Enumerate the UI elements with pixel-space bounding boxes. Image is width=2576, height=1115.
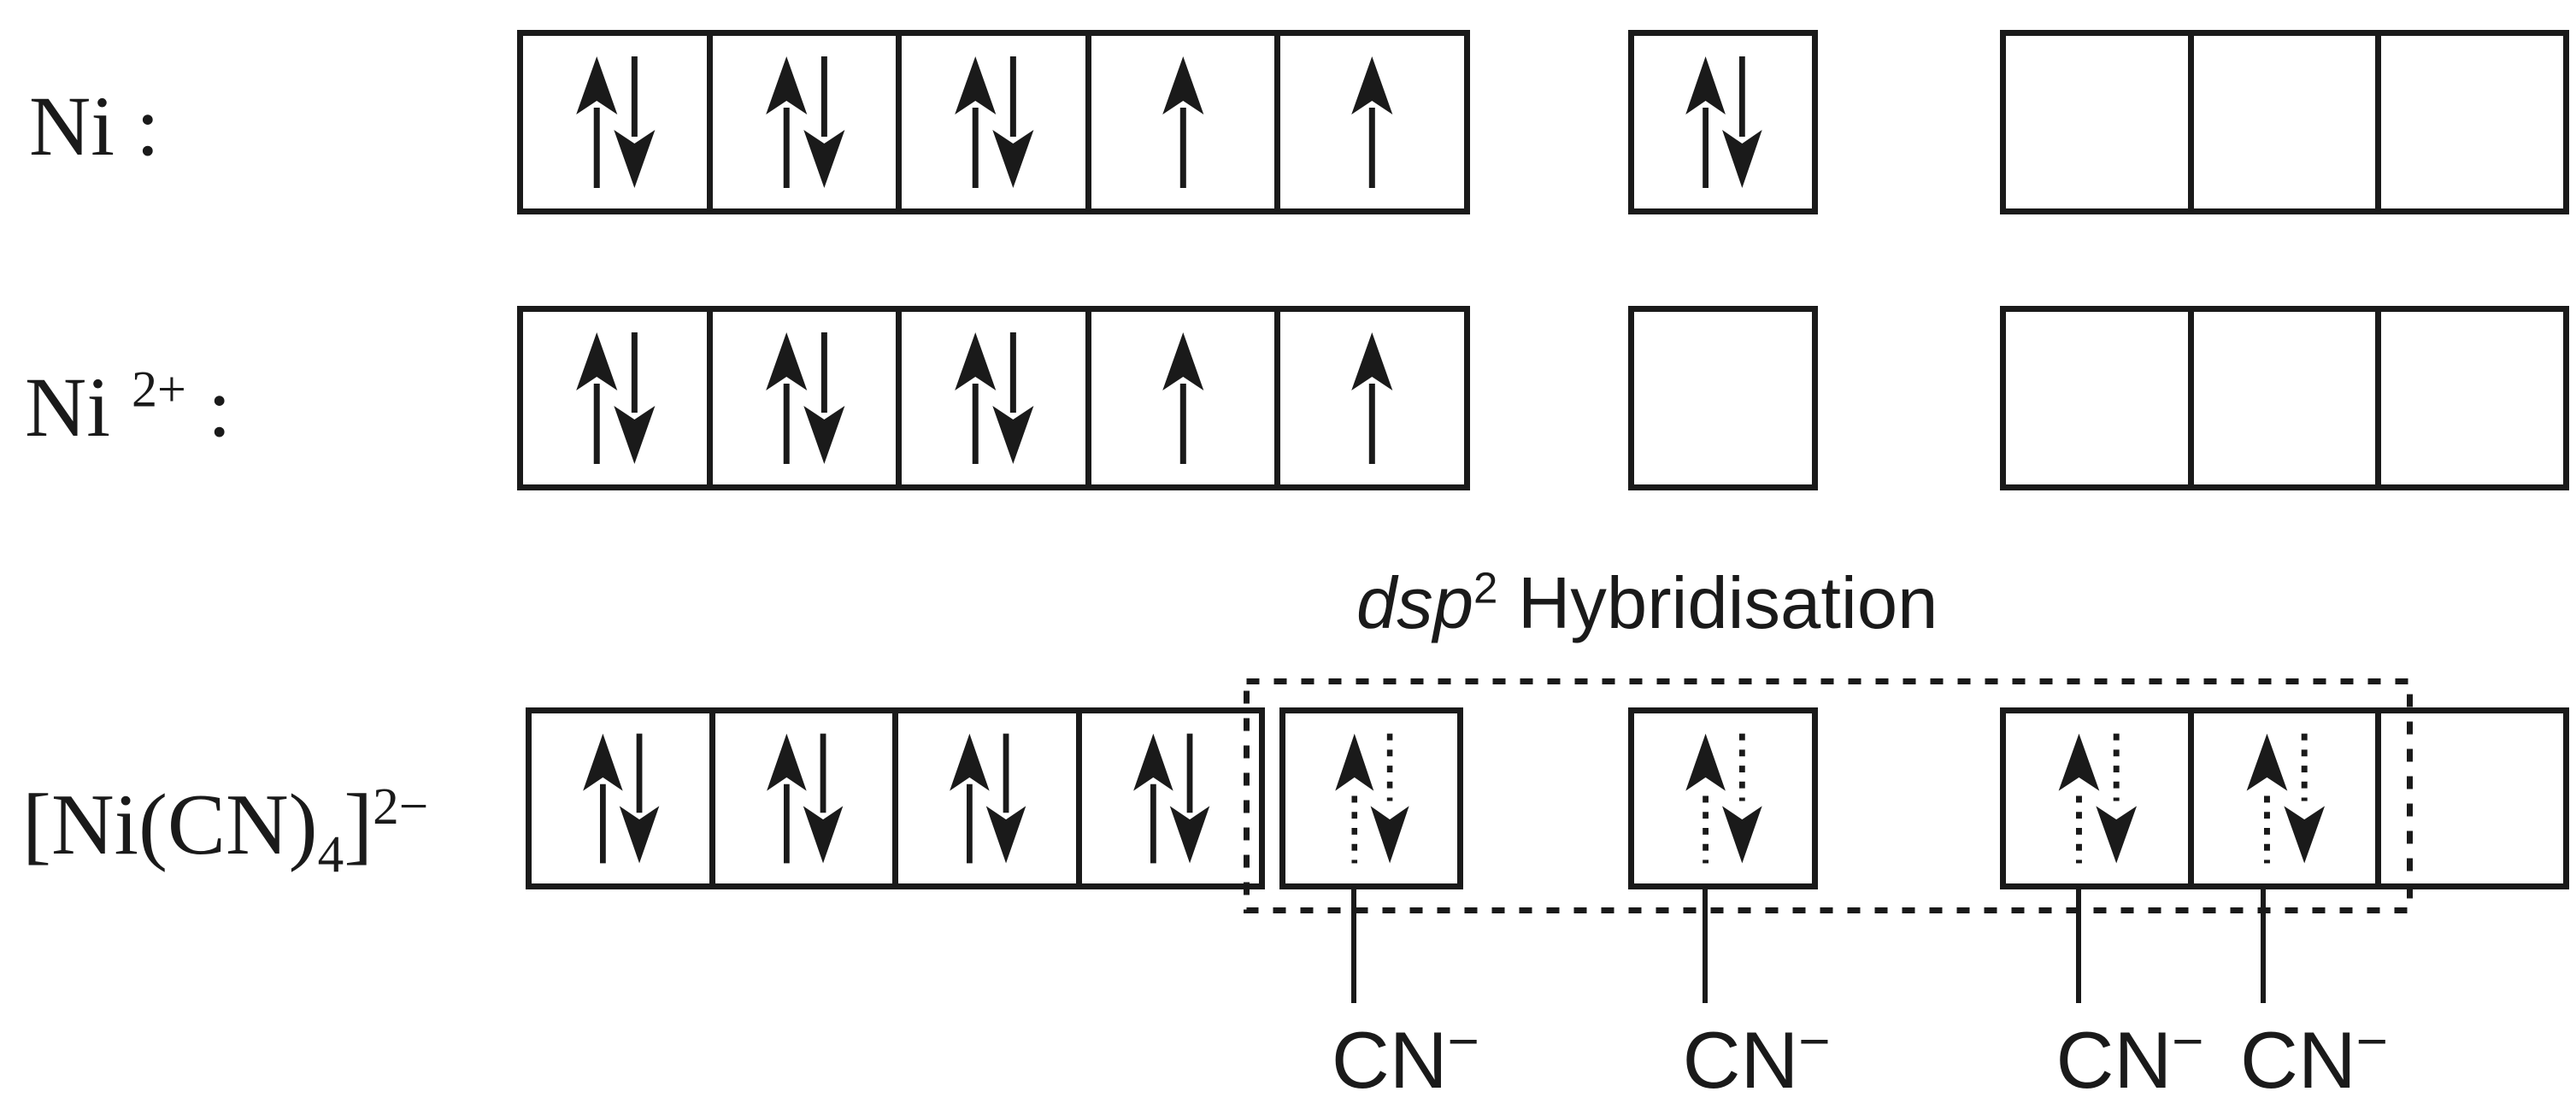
complex-4p-orbital-block — [2000, 707, 2569, 889]
ligand-pointer-line — [1351, 885, 1357, 1003]
orbital-box — [1075, 713, 1260, 883]
paired-electron-arrows — [950, 733, 1026, 864]
paired-electron-arrows — [576, 56, 656, 188]
ni2plus-4s-orbital-box — [1628, 306, 1818, 490]
orbital-box — [1085, 36, 1275, 208]
orbital-box — [1274, 36, 1464, 208]
complex-3d-orbital-block — [526, 707, 1265, 889]
paired-electron-arrows — [955, 332, 1034, 464]
paired-electron-arrows — [955, 56, 1034, 188]
ligand-pointer-line — [2260, 885, 2266, 1003]
paired-electron-arrows — [765, 332, 845, 464]
ligand-label-cn: CN− — [1331, 1010, 1479, 1105]
orbital-box — [896, 312, 1085, 484]
paired-electron-arrows — [1685, 56, 1762, 188]
ni-4s-orbital-box — [1628, 30, 1818, 214]
orbital-box — [2006, 713, 2188, 883]
paired-electron-arrows — [1132, 733, 1209, 864]
ligand-label-cn: CN− — [2239, 1010, 2389, 1105]
paired-electron-arrows — [576, 332, 656, 464]
ni-3d-orbital-block — [517, 30, 1470, 214]
orbital-box — [1285, 713, 1457, 883]
orbital-box-empty — [2375, 36, 2563, 208]
single-electron-arrow — [1351, 56, 1393, 188]
orbital-box-empty — [1634, 312, 1812, 484]
donated-electron-pair-arrows — [1335, 733, 1409, 864]
orbital-box-empty — [2187, 312, 2376, 484]
complex-3d-hybrid-orbital-box — [1279, 707, 1463, 889]
ligand-label-cn: CN− — [2056, 1010, 2204, 1105]
row-label-nicn4-complex: [Ni(CN)4]2− — [22, 777, 429, 884]
dsp2-hybrid-dashed-outline — [1244, 678, 2413, 913]
orbital-box — [892, 713, 1076, 883]
complex-4s-orbital-box — [1628, 707, 1818, 889]
orbital-box-empty — [2375, 312, 2563, 484]
donated-electron-pair-arrows — [1685, 733, 1762, 864]
orbital-box — [532, 713, 709, 883]
orbital-box — [709, 713, 893, 883]
paired-electron-arrows — [766, 733, 843, 864]
orbital-box — [706, 312, 897, 484]
orbital-box — [1085, 312, 1275, 484]
orbital-box-empty — [2006, 312, 2188, 484]
single-electron-arrow — [1351, 332, 1393, 464]
orbital-box — [523, 312, 707, 484]
ni2plus-4p-orbital-block — [2000, 306, 2569, 490]
orbital-box-empty — [2375, 713, 2563, 883]
ligand-pointer-line — [1703, 885, 1709, 1003]
orbital-box — [706, 36, 897, 208]
orbital-box — [1274, 312, 1464, 484]
paired-electron-arrows — [765, 56, 845, 188]
orbital-box-empty — [2006, 36, 2188, 208]
orbital-box — [1634, 36, 1812, 208]
orbital-box — [896, 36, 1085, 208]
orbital-box — [2187, 713, 2376, 883]
ni-4p-orbital-block — [2000, 30, 2569, 214]
orbital-box — [1634, 713, 1812, 883]
ni2plus-3d-orbital-block — [517, 306, 1470, 490]
donated-electron-pair-arrows — [2246, 733, 2325, 864]
ligand-label-cn: CN− — [1682, 1010, 1831, 1105]
donated-electron-pair-arrows — [2058, 733, 2138, 864]
orbital-box — [523, 36, 707, 208]
single-electron-arrow — [1162, 56, 1204, 188]
hybridisation-caption: dsp2 Hybridisation — [1356, 563, 1938, 644]
orbital-box-empty — [2187, 36, 2376, 208]
paired-electron-arrows — [583, 733, 660, 864]
ligand-pointer-line — [2076, 885, 2082, 1003]
row-label-ni: Ni : — [29, 79, 160, 173]
row-label-ni2plus: Ni 2+ : — [25, 360, 232, 455]
single-electron-arrow — [1162, 332, 1204, 464]
